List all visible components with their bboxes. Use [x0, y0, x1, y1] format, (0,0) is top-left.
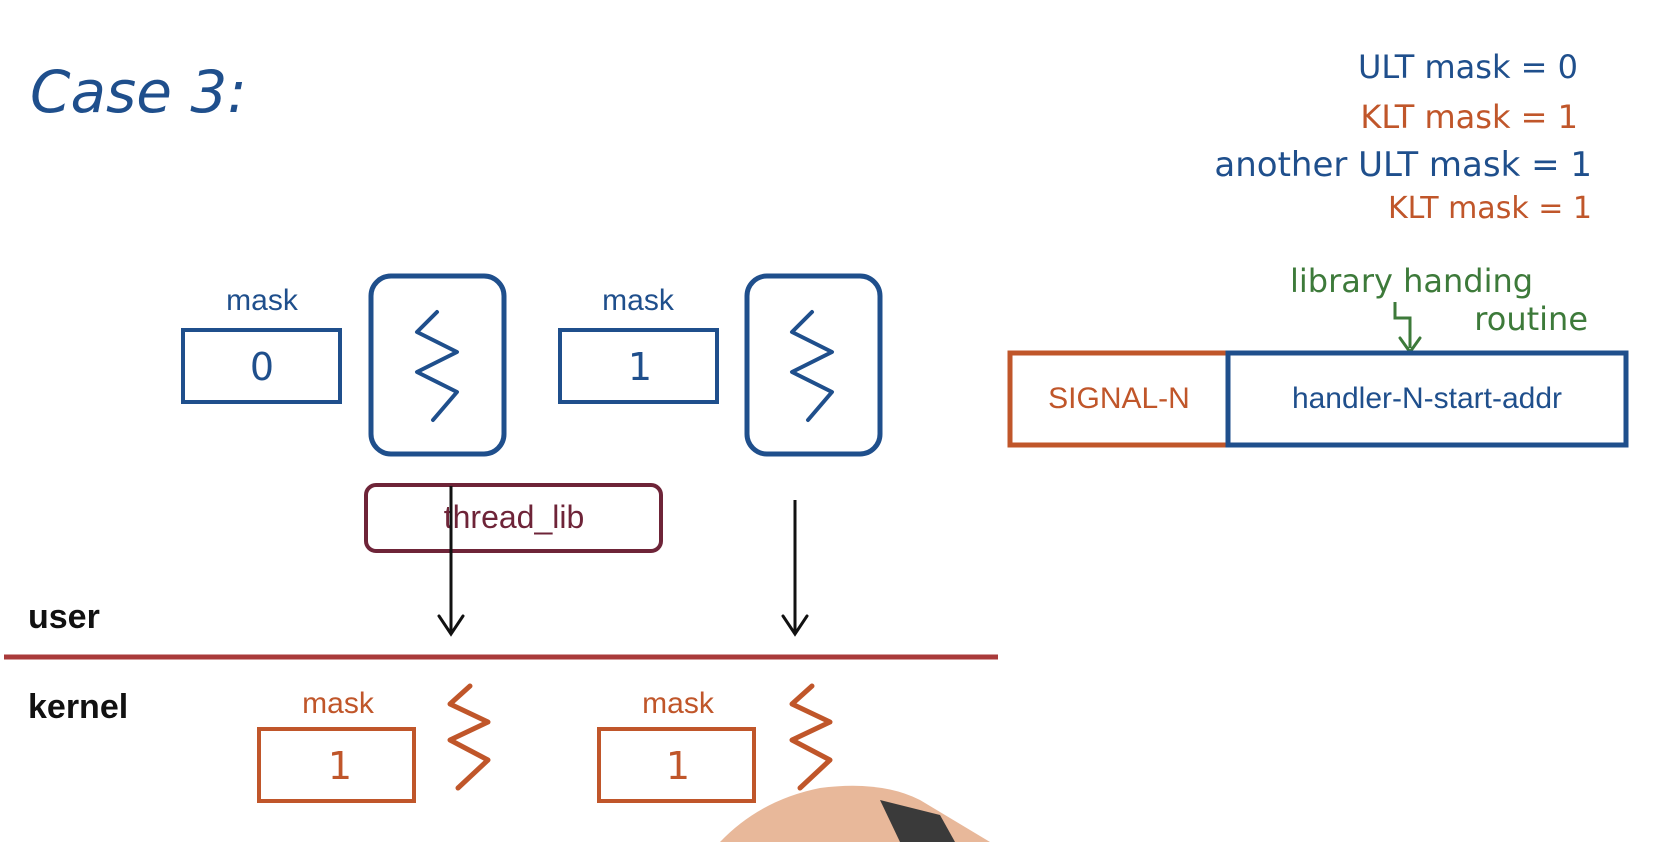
signal-name: SIGNAL-N [1048, 382, 1190, 415]
klt-2-mask-value: 1 [666, 744, 690, 788]
klt-2-thread-squiggle-icon [789, 683, 833, 791]
ult-2-mask-value: 1 [628, 345, 652, 389]
klt-1-mask-box [257, 727, 416, 803]
ult-1-thread-squiggle-icon [415, 310, 459, 422]
note-klt-mask: KLT mask = 1 [1360, 98, 1578, 136]
user-label: user [28, 598, 100, 636]
pen-icon [880, 800, 955, 842]
ult-1-mask-label: mask [226, 284, 299, 317]
klt-2-mask-box [597, 727, 756, 803]
annotation-pointer [1393, 302, 1412, 348]
klt-2-mask-label: mask [642, 687, 715, 720]
handler-address: handler-N-start-addr [1292, 382, 1562, 415]
kernel-label: kernel [28, 688, 128, 726]
annotation-line-1: library handing [1290, 262, 1533, 300]
ult-1-mask-value: 0 [250, 345, 274, 389]
annotation-line-2: routine [1474, 300, 1588, 338]
case-title: Case 3: [30, 58, 247, 126]
handler-cell [1225, 350, 1629, 448]
thread-lib-box [364, 483, 663, 553]
ult-2-thread-squiggle-icon [790, 310, 834, 422]
ult-2-mask-box [558, 328, 719, 404]
ult-2-arrow-head-icon [781, 614, 809, 637]
ult-2-thread-box [744, 273, 883, 457]
note-another-ult-mask: another ULT mask = 1 [1214, 145, 1592, 185]
note-ult-mask: ULT mask = 0 [1358, 48, 1578, 86]
klt-1-mask-label: mask [302, 687, 375, 720]
ult-1-arrow-head-icon [437, 614, 465, 637]
thread-lib-label: thread_lib [444, 499, 585, 535]
ult-2-mask-label: mask [602, 284, 675, 317]
note-another-klt-mask: KLT mask = 1 [1388, 191, 1592, 226]
klt-1-thread-squiggle-icon [447, 683, 491, 791]
ult-1-mask-box [181, 328, 342, 404]
klt-1-mask-value: 1 [328, 744, 352, 788]
ult-1-thread-box [368, 273, 507, 457]
